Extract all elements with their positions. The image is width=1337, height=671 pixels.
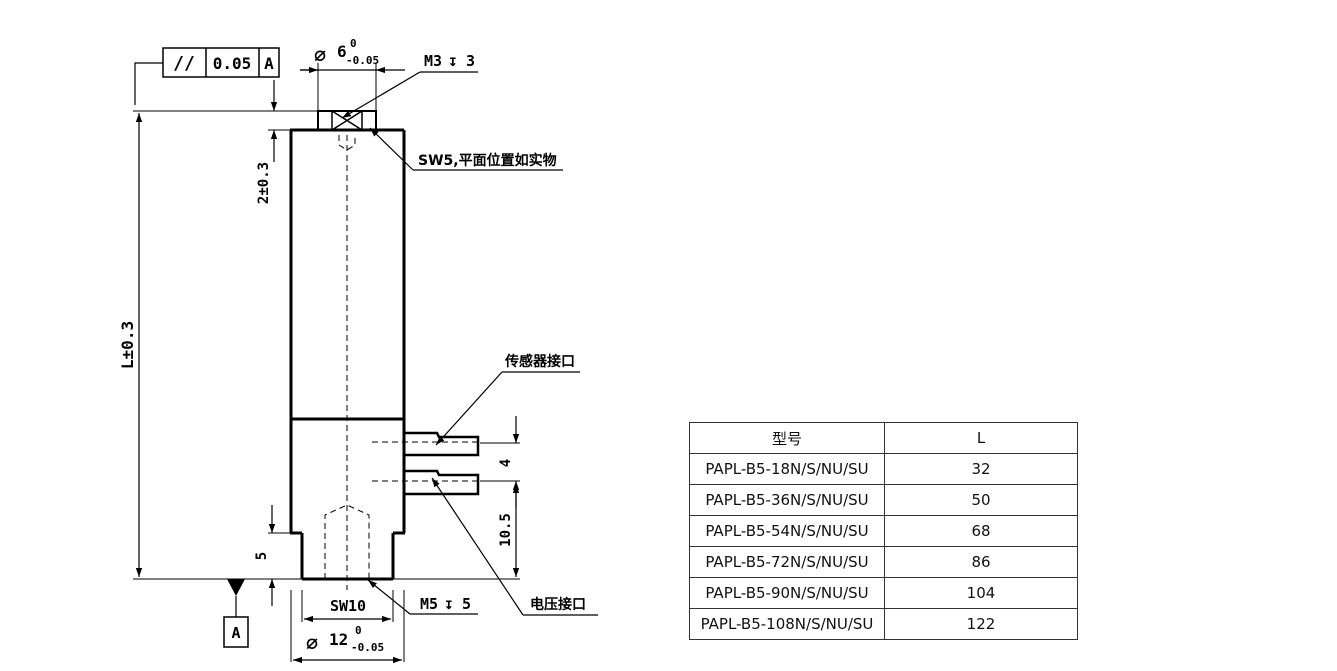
model-cell: PAPL-B5-90N/S/NU/SU	[689, 577, 885, 609]
top-thread-size: M3	[424, 52, 442, 70]
bottom-thread-depth: 5	[462, 595, 471, 613]
diameter-symbol-bottom: ∅	[306, 631, 318, 655]
extension-lines	[133, 63, 520, 662]
tolerance-datum: A	[264, 54, 274, 73]
length-cell: 104	[884, 577, 1078, 609]
table-row: PAPL-B5-108N/S/NU/SU 122	[689, 608, 1078, 640]
voltage-port-label: 电压接口	[530, 596, 586, 613]
sensor-port-label: 传感器接口	[504, 353, 575, 370]
top-height-dim: 2±0.3	[256, 162, 272, 204]
parallelism-symbol: //	[173, 53, 195, 74]
top-diameter-upper: 0	[350, 37, 357, 50]
table-row: PAPL-B5-18N/S/NU/SU 32	[689, 453, 1078, 485]
top-diameter-nominal: 6	[337, 42, 347, 61]
bottom-height-dim: 5	[254, 552, 270, 560]
column-header-model: 型号	[689, 422, 885, 454]
top-thread-depth-symbol: ↧	[448, 51, 458, 70]
bottom-thread-size: M5	[420, 595, 438, 613]
table-row: PAPL-B5-90N/S/NU/SU 104	[689, 577, 1078, 609]
wrench-note: SW5,平面位置如实物	[418, 152, 557, 169]
table-row: PAPL-B5-54N/S/NU/SU 68	[689, 515, 1078, 547]
table-row: PAPL-B5-72N/S/NU/SU 86	[689, 546, 1078, 578]
top-diameter-lower: -0.05	[346, 54, 379, 67]
port-spacing-dim: 4	[498, 459, 514, 467]
length-dim: L±0.3	[118, 321, 137, 369]
bottom-wrench-label: SW10	[330, 597, 366, 615]
leader-lines	[134, 62, 598, 616]
side-ports	[404, 431, 480, 496]
table-header-row: 型号 L	[689, 422, 1078, 454]
port-height-dim: 10.5	[498, 513, 514, 547]
model-cell: PAPL-B5-54N/S/NU/SU	[689, 515, 885, 547]
length-cell: 68	[884, 515, 1078, 547]
length-cell: 50	[884, 484, 1078, 516]
top-thread-note: M3 ↧ 3	[424, 51, 475, 70]
datum-marker: A	[223, 579, 249, 648]
diameter-symbol-top: ∅	[314, 43, 326, 67]
model-cell: PAPL-B5-18N/S/NU/SU	[689, 453, 885, 485]
length-cell: 32	[884, 453, 1078, 485]
column-header-length: L	[884, 422, 1078, 454]
dimension-lines	[135, 66, 520, 664]
tolerance-value: 0.05	[213, 54, 252, 73]
length-cell: 86	[884, 546, 1078, 578]
table-row: PAPL-B5-36N/S/NU/SU 50	[689, 484, 1078, 516]
length-cell: 122	[884, 608, 1078, 640]
bottom-diameter-nominal: 12	[329, 630, 348, 649]
datum-label: A	[231, 624, 240, 642]
top-diameter-dim: ∅ 6 0 -0.05	[314, 37, 379, 67]
bottom-thread-depth-symbol: ↧	[444, 594, 454, 613]
model-cell: PAPL-B5-72N/S/NU/SU	[689, 546, 885, 578]
model-cell: PAPL-B5-108N/S/NU/SU	[689, 608, 885, 640]
bottom-diameter-upper: 0	[355, 624, 362, 637]
tolerance-frame: // 0.05 A	[162, 47, 280, 78]
hidden-lines	[324, 135, 478, 590]
bottom-diameter-dim: ∅ 12 0 -0.05	[306, 624, 384, 655]
bottom-thread-note: M5 ↧ 5	[420, 594, 471, 613]
model-length-table: 型号 L PAPL-B5-18N/S/NU/SU 32 PAPL-B5-36N/…	[689, 422, 1078, 640]
top-thread-depth: 3	[466, 52, 475, 70]
model-cell: PAPL-B5-36N/S/NU/SU	[689, 484, 885, 516]
bottom-diameter-lower: -0.05	[351, 641, 384, 654]
